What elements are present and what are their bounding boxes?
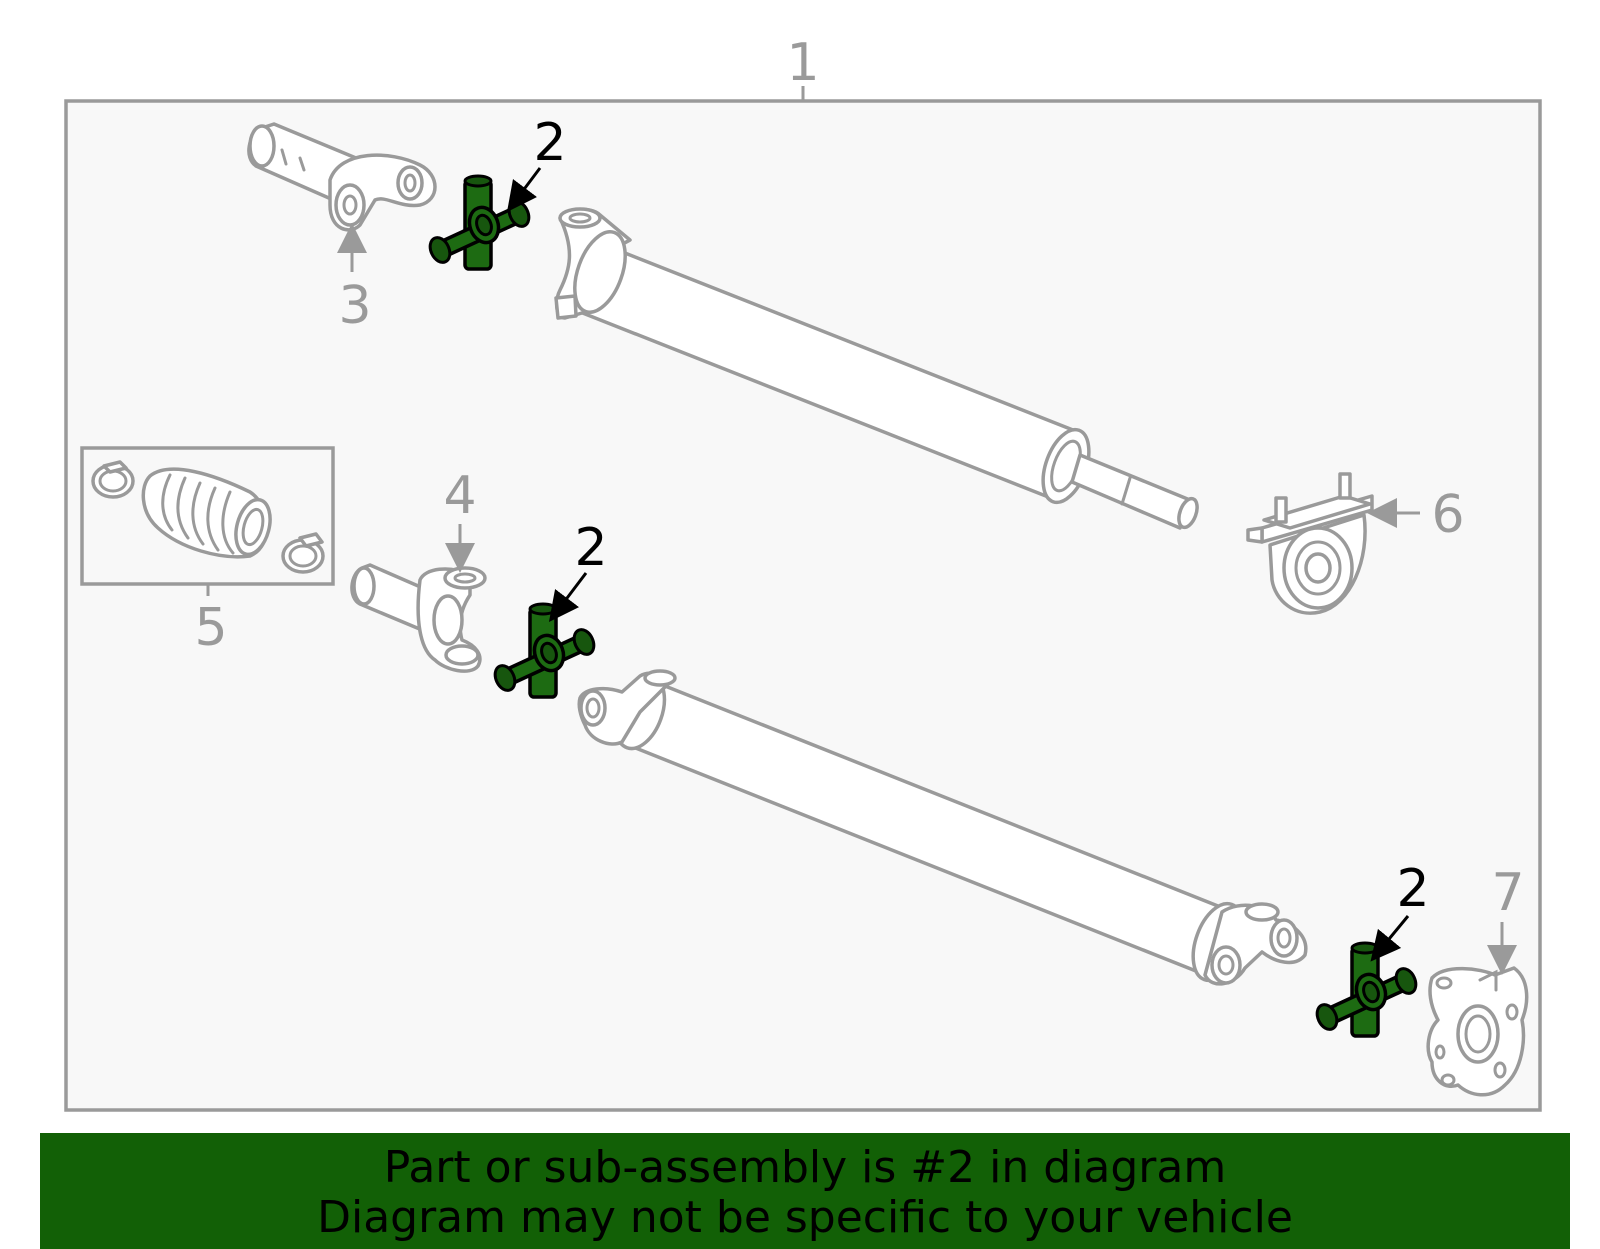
callout-3-label: 3 <box>338 276 371 336</box>
part-3-slip-yoke <box>247 122 437 232</box>
notice-line-2: Diagram may not be specific to your vehi… <box>317 1192 1293 1243</box>
part-6-center-bearing <box>1246 472 1374 615</box>
callout-2c-leader <box>1370 915 1410 962</box>
part-4-slip-yoke <box>350 563 487 673</box>
lower-driveshaft <box>577 669 1308 986</box>
callout-2c-label: 2 <box>1396 859 1429 919</box>
callout-6-label: 6 <box>1431 485 1464 545</box>
callout-7-label: 7 <box>1491 863 1524 923</box>
part-5-boot-kit <box>91 460 325 574</box>
part-7-companion-flange <box>1426 966 1529 1097</box>
callout-1-label: 1 <box>786 33 819 93</box>
notice-banner: Part or sub-assembly is #2 in diagram Di… <box>40 1133 1570 1249</box>
callout-5-label: 5 <box>194 598 227 658</box>
upper-driveshaft <box>554 207 1199 530</box>
callout-2a-leader <box>507 167 542 212</box>
callout-2a-label: 2 <box>533 113 566 173</box>
callout-2b-label: 2 <box>574 518 607 578</box>
callout-4-label: 4 <box>443 466 476 526</box>
notice-line-1: Part or sub-assembly is #2 in diagram <box>383 1142 1227 1193</box>
callout-2b-leader <box>548 572 588 622</box>
